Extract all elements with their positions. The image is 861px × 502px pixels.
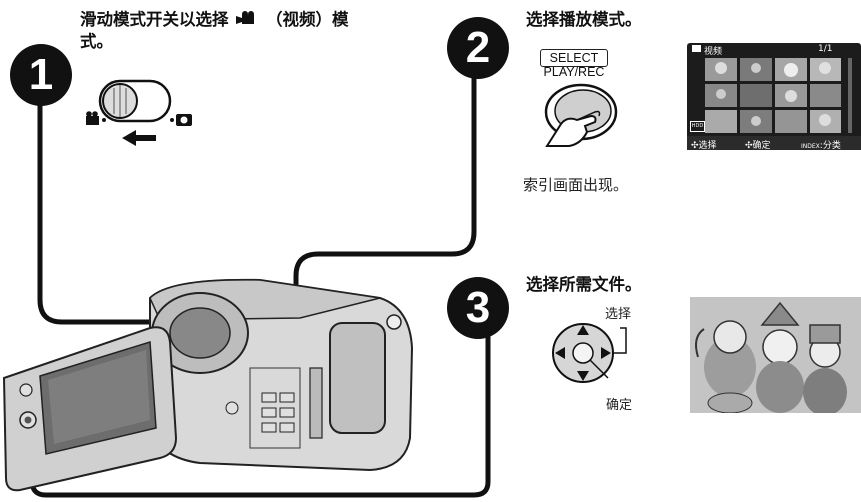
step-1-text-tail: （视频）模	[266, 10, 349, 29]
step-1-text-line2: 式。	[80, 32, 113, 51]
step-1-text: 滑动模式开关以选择	[80, 10, 229, 29]
screen-page-indicator: 1/1	[818, 44, 833, 54]
dpad-select-label: 选择	[605, 307, 632, 322]
crosspad-icon: ✣	[691, 141, 699, 151]
crosspad-center-icon: ✣	[745, 141, 753, 151]
screen-header: 视频 1/1	[687, 43, 861, 57]
step-1-instruction: 滑动模式开关以选择 （视频）模 式。	[80, 9, 420, 53]
screen-mode-label: 视频	[704, 47, 723, 57]
media-badge: HDD	[690, 121, 705, 132]
footer-select: ✣选择	[691, 141, 717, 151]
screen-video-icon	[692, 45, 701, 52]
camcorder-illustration	[2, 278, 414, 492]
play-rec-label: PLAY/REC	[543, 65, 605, 79]
step-number-3: 3	[447, 277, 509, 339]
step-number-1: 1	[10, 44, 72, 106]
step-3-instruction: 选择所需文件。	[526, 275, 642, 294]
step-2-result-text: 索引画面出现。	[523, 176, 629, 194]
video-camera-icon	[236, 9, 258, 24]
screen-footer: ✣选择 ✣确定 INDEX:分类	[687, 136, 861, 151]
select-button-press-illustration	[544, 83, 618, 147]
mode-switch-illustration	[86, 79, 192, 146]
step-number-2: 2	[447, 17, 509, 79]
select-button-label: SELECT	[540, 49, 608, 67]
screen-scrollbar	[848, 58, 852, 133]
index-screen: 视频 1/1 HDD ✣选择 ✣确定 INDEX:分类	[687, 43, 861, 151]
dpad-confirm-label: 确定	[606, 398, 633, 413]
thumbnail-grid	[705, 58, 841, 133]
direction-pad-illustration	[552, 323, 627, 383]
selected-video-image	[690, 297, 861, 413]
step-2-instruction: 选择播放模式。	[526, 10, 642, 29]
footer-index: INDEX:分类	[801, 141, 841, 151]
footer-confirm: ✣确定	[745, 141, 771, 151]
